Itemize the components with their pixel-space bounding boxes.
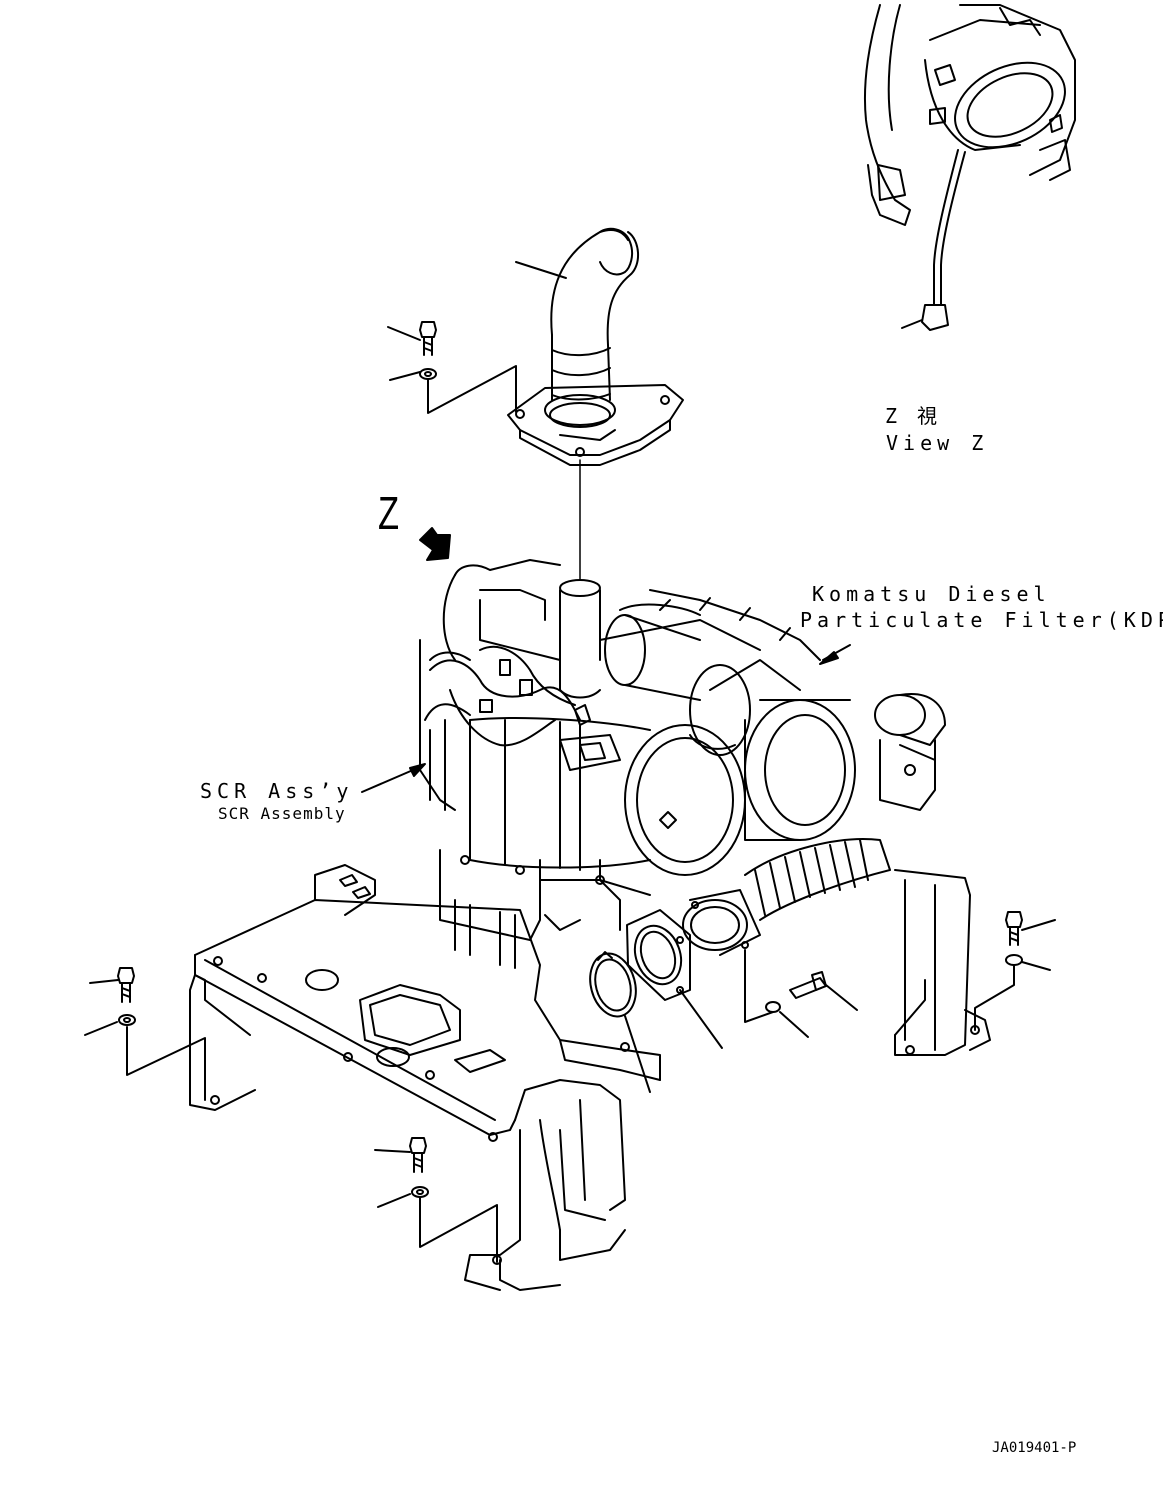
mounting-frame xyxy=(189,864,991,1291)
leader-line xyxy=(389,371,421,381)
view-z-inset xyxy=(863,4,1076,331)
leader-line xyxy=(387,326,421,341)
bolt-washer-left xyxy=(84,967,206,1101)
leader-line xyxy=(825,984,858,1011)
bellows-tube xyxy=(682,838,891,956)
leader-line xyxy=(679,989,723,1049)
bolt-washer-top xyxy=(387,321,517,414)
kdpf-label-line2: Particulate Filter(KDPF) xyxy=(800,608,1163,632)
leader-line xyxy=(1021,919,1056,931)
adapter-flange xyxy=(626,909,723,1049)
scr-callout-arrowhead xyxy=(409,763,426,777)
assembly-line xyxy=(744,949,774,1023)
view-z-en-label: View Z xyxy=(886,431,989,455)
assembly-line xyxy=(419,1197,498,1263)
scr-callout-line xyxy=(361,766,421,793)
bolt-washer-far-right xyxy=(974,911,1056,1031)
bolt-washer-bottom xyxy=(374,1137,498,1263)
assembly-line xyxy=(427,365,517,414)
leader-line xyxy=(377,1193,411,1208)
scr-label-line1: SCR Ass’y xyxy=(200,779,354,803)
scr-label-line2: SCR Assembly xyxy=(218,804,346,823)
view-arrow xyxy=(419,527,451,561)
kdpf-callout-arrowhead xyxy=(819,651,839,665)
kdpf-label-line1: Komatsu Diesel xyxy=(812,582,1051,606)
assembly-line xyxy=(126,1026,206,1101)
exhaust-pipe-part xyxy=(507,227,684,466)
leader-line xyxy=(901,319,923,329)
drawing-number: JA019401-P xyxy=(992,1440,1077,1456)
view-marker-z: Z xyxy=(378,487,400,539)
leader-line xyxy=(84,1021,118,1036)
bolt-washer-right-mid xyxy=(744,949,858,1038)
leader-line xyxy=(515,261,567,279)
view-z-jp-label: Z 視 xyxy=(885,404,938,428)
leader-line xyxy=(89,979,119,984)
clamp-ring xyxy=(589,951,651,1093)
leader-line xyxy=(624,1015,651,1093)
scr-kdpf-assembly xyxy=(419,559,946,969)
leader-line xyxy=(779,1011,809,1038)
leader-line xyxy=(1021,961,1051,971)
assembly-line xyxy=(974,965,1015,1031)
leader-line xyxy=(374,1149,411,1153)
